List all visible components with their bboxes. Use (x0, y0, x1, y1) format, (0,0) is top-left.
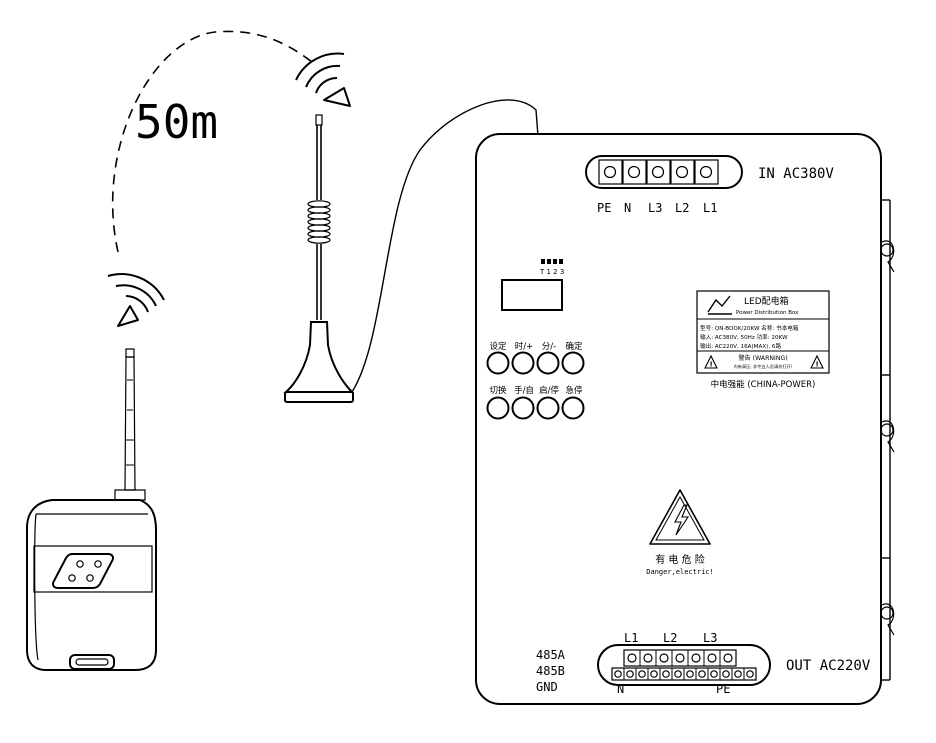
input-terminal-label-l3: L3 (648, 201, 662, 215)
button-hour-plus (511, 351, 535, 375)
output-terminal-label-l2: L2 (663, 631, 677, 645)
button-label-minute-minus: 分/- (542, 342, 556, 352)
signal-label-gnd: GND (536, 680, 558, 694)
output-terminal-label-pe: PE (716, 682, 730, 696)
input-terminal-block (585, 155, 743, 189)
button-label-set: 设定 (489, 341, 507, 352)
nameplate-input-line: 输入: AC380V, 50Hz 功率: 20KW (700, 333, 788, 341)
button-label-hour-plus: 时/+ (515, 341, 534, 352)
button-label-emergency-stop: 急停 (565, 385, 583, 396)
button-label-confirm: 确定 (565, 341, 583, 352)
output-voltage-label: OUT AC220V (786, 658, 871, 674)
display-window (501, 279, 563, 311)
signal-icon-antenna (295, 52, 351, 107)
nameplate-warning-title: 警告 (WARNING) (738, 354, 787, 362)
remote-button-3 (68, 574, 76, 582)
magnetic-antenna (283, 114, 355, 403)
remote-button-1 (76, 560, 84, 568)
button-set (486, 351, 510, 375)
remote-button-4 (86, 574, 94, 582)
input-terminal-label-pe: PE (597, 201, 611, 215)
signal-label-485a: 485A (536, 648, 566, 662)
output-terminal-label-l1: L1 (624, 631, 638, 645)
output-terminal-label-l3: L3 (703, 631, 717, 645)
box-hinges (880, 199, 895, 681)
nameplate-subtitle: Power Distribution Box (736, 310, 799, 316)
button-start-stop (536, 396, 560, 420)
warning-icon-right (810, 354, 824, 369)
button-manual-auto (511, 396, 535, 420)
button-label-manual-auto: 手/自 (514, 385, 534, 396)
button-label-switch: 切换 (489, 385, 507, 396)
antenna-cable (351, 99, 539, 393)
nameplate-warning-text: 内有高压, 非专业人员请勿打开! (734, 363, 793, 370)
signal-icon-remote (107, 273, 165, 327)
svg-text:!: ! (710, 361, 713, 369)
nameplate-title: LED配电箱 (744, 295, 789, 307)
nameplate-output-line: 输出: AC220V, 16A(MAX), 6路 (700, 342, 781, 350)
button-emergency-stop (561, 396, 585, 420)
antenna-coil (307, 200, 331, 244)
hazard-label-en: Danger,electric! (646, 568, 713, 576)
distribution-box (475, 133, 895, 705)
remote-button-pad (52, 553, 114, 589)
hazard-label-cn: 有 电 危 险 (655, 553, 705, 566)
input-terminal-label-l2: L2 (675, 201, 689, 215)
signal-label-485b: 485B (536, 664, 565, 678)
wireless-range-arc (111, 30, 313, 253)
button-switch (486, 396, 510, 420)
lightning-bolt-icon (674, 504, 690, 536)
indicator-lights (541, 259, 563, 264)
input-terminal-label-n: N (624, 201, 631, 215)
output-terminal-label-n: N (617, 682, 624, 696)
nameplate-logo-icon (707, 295, 732, 315)
button-confirm (561, 351, 585, 375)
nameplate: ! ! (696, 290, 830, 374)
svg-text:!: ! (816, 361, 819, 369)
distance-label: 50m (135, 95, 218, 149)
button-label-start-stop: 启/停 (539, 385, 559, 396)
brand-label: 中电强能 (CHINA-POWER) (711, 379, 816, 390)
indicator-label: T 1 2 3 (539, 268, 564, 276)
warning-icon-left (704, 354, 718, 369)
hazard-sign (649, 489, 711, 545)
output-terminal-block (597, 644, 771, 686)
input-terminal-label-l1: L1 (703, 201, 717, 215)
remote-button-2 (94, 560, 102, 568)
button-minute-minus (536, 351, 560, 375)
nameplate-model-line: 型号: QN-BOOK/20KW 名称: 书本电箱 (700, 324, 799, 332)
remote-control (26, 348, 157, 671)
input-voltage-label: IN AC380V (758, 166, 834, 182)
